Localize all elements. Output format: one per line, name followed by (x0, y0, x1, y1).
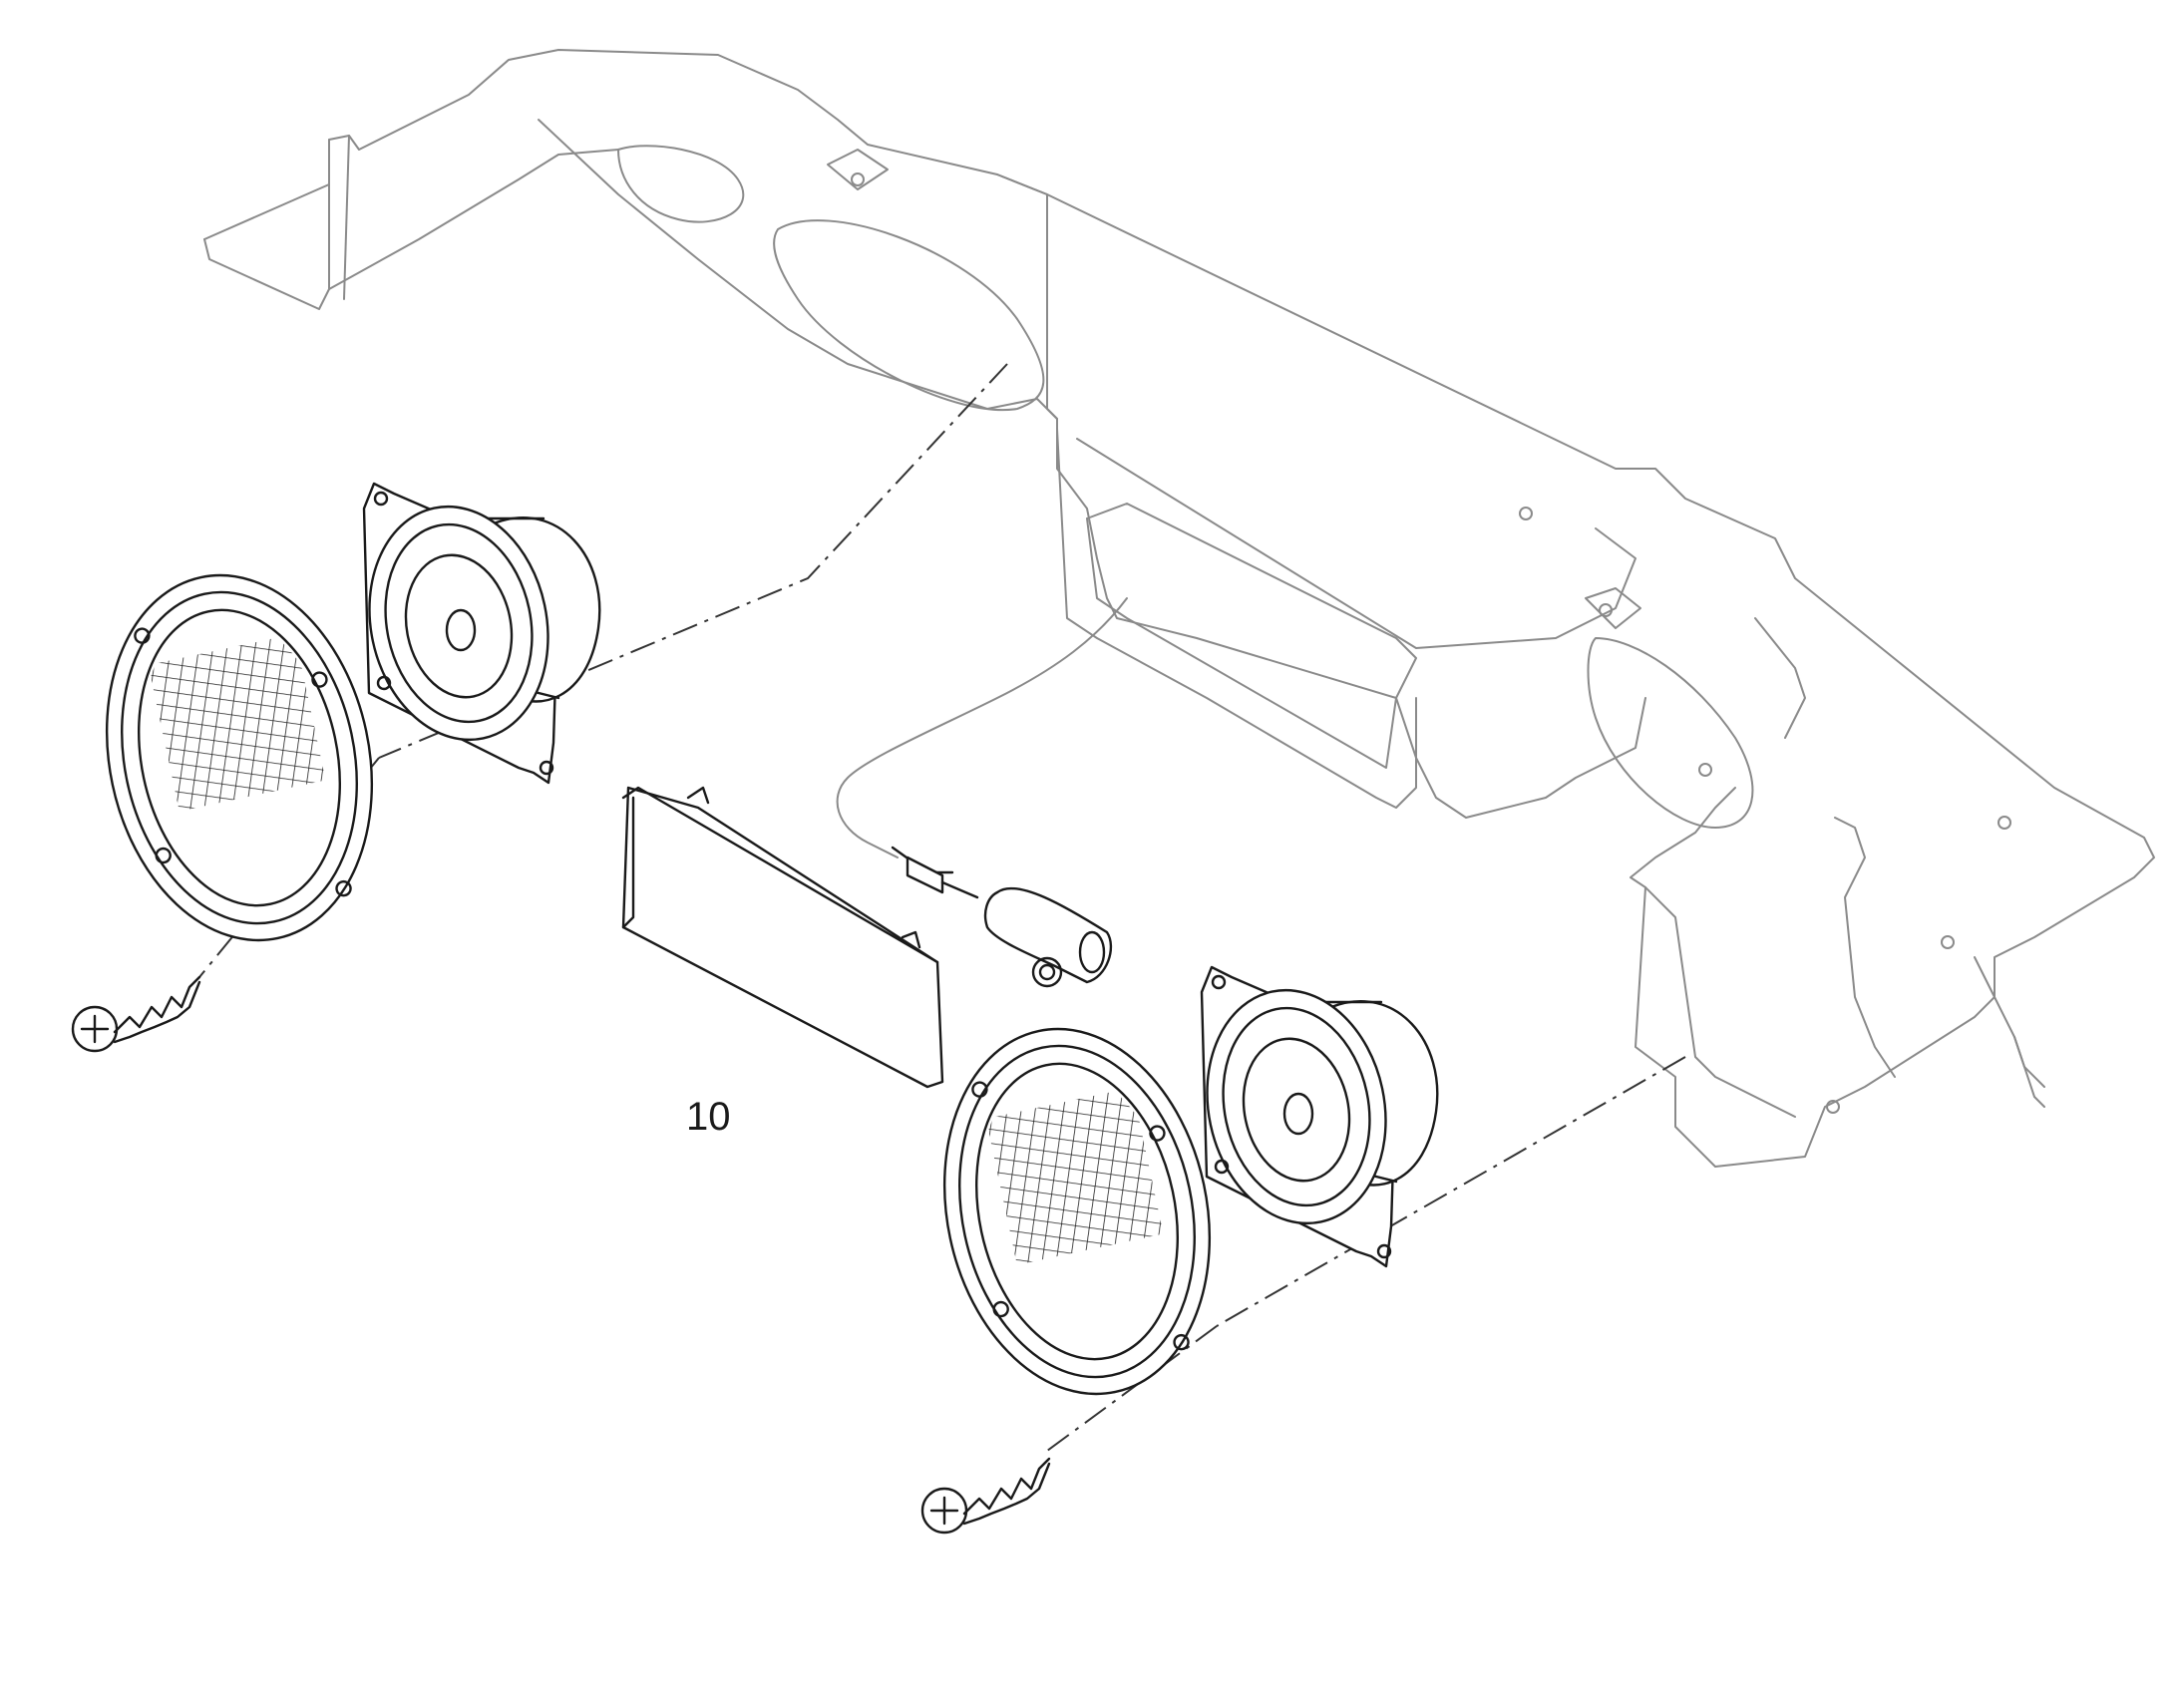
antenna-cable (836, 597, 1128, 858)
radio-blanking-cover (621, 786, 944, 1089)
callout-10: 10 (686, 1095, 731, 1139)
left-screw (71, 975, 201, 1053)
right-speaker (1200, 965, 1439, 1268)
right-screw (920, 1457, 1051, 1535)
antenna-connector (891, 846, 1113, 988)
rear-shelf-panel (203, 49, 2155, 1168)
left-speaker (362, 482, 601, 785)
left-speaker-grille (105, 573, 374, 942)
right-speaker-grille (942, 1027, 1212, 1396)
